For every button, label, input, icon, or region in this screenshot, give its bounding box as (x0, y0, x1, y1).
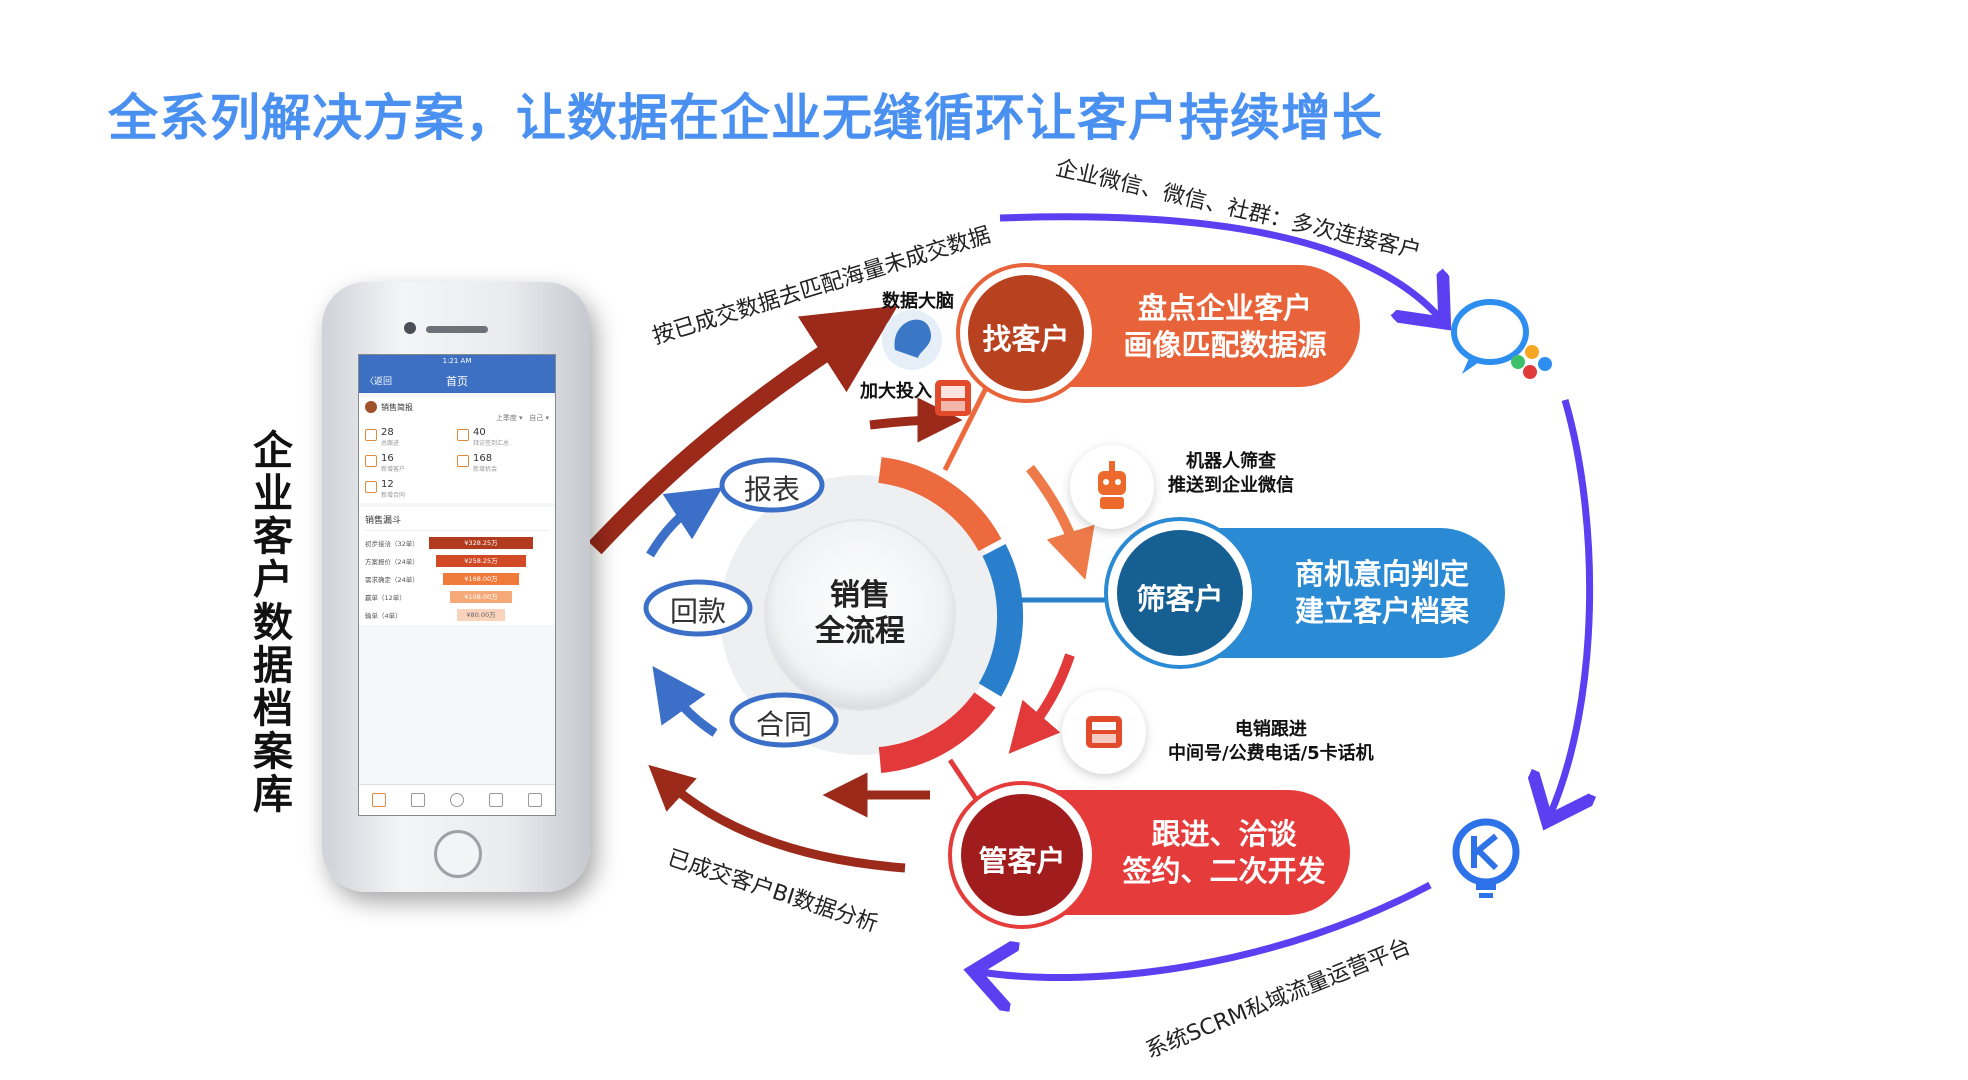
funnel-bar: ¥258.25万 (436, 555, 526, 567)
home-tab-icon[interactable] (371, 793, 386, 807)
funnel-row[interactable]: 赢单（12单） ¥108.00万 (365, 591, 549, 603)
period-select[interactable]: 上季度 (495, 414, 517, 422)
screen-pill-text: 商机意向判定 建立客户档案 (1294, 557, 1469, 628)
tab-bar (359, 784, 555, 815)
wecom-icon (1451, 299, 1552, 379)
bi-arrow (648, 764, 906, 873)
robot-badge (1070, 445, 1154, 529)
camera-icon (404, 322, 416, 334)
find-circle-label: 找客户 (982, 322, 1070, 356)
hub-label: 销售 全流程 (815, 578, 905, 649)
funnel-row[interactable]: 需求确定（24单） ¥168.00万 (365, 573, 549, 585)
find-pill-text: 盘点企业客户 画像匹配数据源 (1123, 291, 1327, 362)
funnel-row[interactable]: 输单（4单） ¥80.00万 (365, 609, 549, 621)
funnel-bar: ¥328.25万 (429, 537, 533, 549)
fax-icon (935, 380, 971, 416)
status-bar: 1:21 AM (359, 355, 555, 367)
red-flow-arrow (1008, 653, 1075, 754)
contract-icon (365, 481, 377, 493)
back-button[interactable]: 〈返回 (365, 377, 393, 387)
payment-oval (643, 579, 753, 637)
user-icon (365, 455, 377, 467)
pencil-icon (365, 429, 377, 441)
manage-pill-text: 跟进、洽谈 签约、二次开发 (1122, 817, 1326, 888)
app-nav-bar: 〈返回 首页 (359, 367, 555, 393)
telephone-badge (1062, 690, 1146, 774)
invest-arrow (869, 397, 963, 443)
hub-arc-orange (878, 457, 1002, 552)
home-button[interactable] (434, 830, 482, 878)
blue-arrow-bottom (652, 665, 718, 737)
funnel-row[interactable]: 方案报价（24单） ¥258.25万 (365, 555, 549, 567)
funnel-title: 销售漏斗 (365, 511, 549, 531)
connector-find (942, 378, 993, 472)
hub-arc-red (878, 692, 996, 773)
market-arrow (588, 305, 898, 555)
purple-arc-top (999, 213, 1440, 318)
manage-circle-label: 管客户 (978, 844, 1066, 878)
funnel-bar: ¥108.00万 (450, 591, 512, 603)
scope-select[interactable]: 自己 (529, 414, 544, 422)
contract-oval (729, 692, 839, 748)
orange-flow-arrow (1026, 464, 1095, 580)
purple-arc-right (1550, 399, 1590, 815)
bulb-k-icon (1452, 818, 1520, 898)
contract-label: 合同 (755, 708, 812, 741)
funnel-bar: ¥80.00万 (457, 609, 505, 621)
invest-label: 加大投入 (860, 381, 932, 402)
page-title: 全系列解决方案，让数据在企业无缝循环让客户持续增长 (108, 89, 1383, 147)
payment-label: 回款 (669, 595, 726, 628)
tele-label: 电销跟进 中间号/公费电话/5卡话机 (1168, 719, 1374, 764)
card-title: 销售简报 (381, 402, 413, 412)
find-circle (968, 275, 1084, 391)
funnel-bar: ¥168.00万 (443, 573, 519, 585)
purple-arc-bottom (980, 881, 1432, 978)
funnel-row[interactable]: 初步接洽（32单） ¥328.25万 (365, 537, 549, 549)
sales-funnel-card: 销售漏斗 初步接洽（32单） ¥328.25万 方案报价（24单） ¥258.2… (359, 507, 555, 625)
location-icon (457, 429, 469, 441)
robot-icon (1098, 461, 1126, 509)
hub-arc-blue (978, 544, 1024, 697)
report-label: 报表 (743, 473, 800, 506)
list-tab-icon[interactable] (489, 793, 504, 807)
data-brain-label: 数据大脑 (882, 291, 954, 312)
screen-circle (1117, 530, 1243, 656)
manage-circle (961, 794, 1083, 916)
blue-arrow-top (646, 487, 723, 558)
report-oval (719, 457, 825, 513)
add-tab-icon[interactable] (449, 793, 464, 807)
telephone-icon (1086, 716, 1122, 748)
avatar (365, 401, 377, 413)
profile-tab-icon[interactable] (528, 793, 543, 807)
screen-circle-label: 筛客户 (1136, 582, 1224, 616)
app-nav-title: 首页 (446, 375, 468, 388)
grid-tab-icon[interactable] (410, 793, 425, 807)
opportunity-icon (457, 455, 469, 467)
customer-archive-label: 企业客户数据档案库 (253, 428, 293, 818)
robot-label: 机器人筛查 推送到企业微信 (1168, 451, 1294, 496)
speaker-grille (426, 326, 488, 333)
